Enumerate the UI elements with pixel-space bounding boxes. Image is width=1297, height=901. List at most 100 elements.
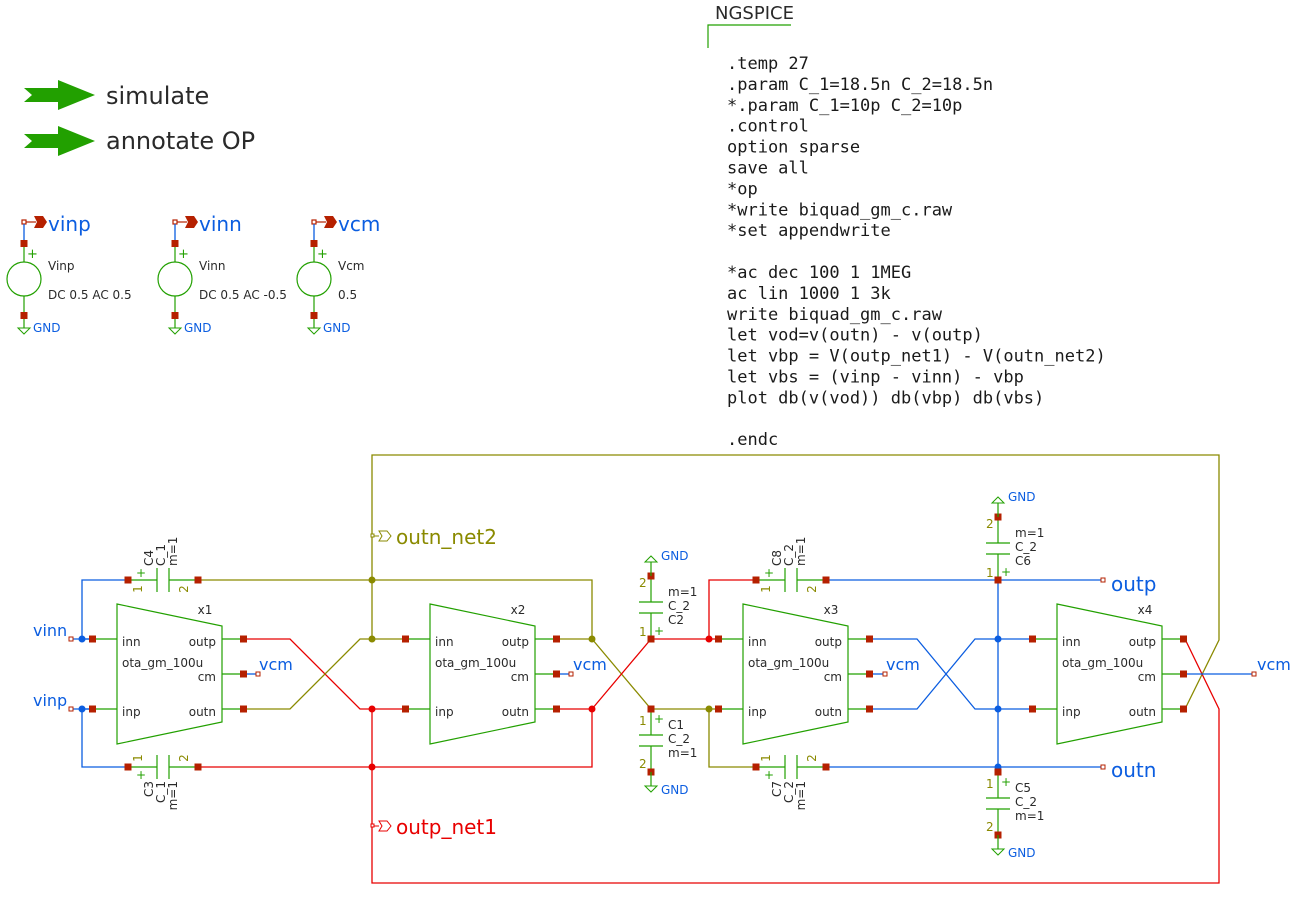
svg-text:1: 1 xyxy=(986,566,994,580)
cap-label-name: C8 xyxy=(770,550,784,566)
net-label-outp: outp xyxy=(1111,572,1156,596)
arrow-icon xyxy=(24,126,95,156)
net-label-outn: outn xyxy=(1111,758,1156,782)
pin-label-inn: inn xyxy=(1062,635,1081,649)
cell-name: ota_gm_100u xyxy=(435,656,516,670)
code-line: let vbp = V(outp_net1) - V(outn_net2) xyxy=(727,347,1106,367)
pin-label-inp: inp xyxy=(1062,705,1081,719)
cap-label-name: C1 xyxy=(668,718,684,732)
net-label-vcm: vcm xyxy=(259,655,293,674)
cell-name: ota_gm_100u xyxy=(748,656,829,670)
net-label-vcm: vcm xyxy=(573,655,607,674)
pin-label-inn: inn xyxy=(122,635,141,649)
cap-label-m: m=1 xyxy=(794,781,808,810)
pin-label-outn: outn xyxy=(502,705,529,719)
svg-text:2: 2 xyxy=(986,820,994,834)
voltage-source-vinp[interactable]: vinp + GND Vinp DC 0.5 AC 0.5 xyxy=(6,212,132,335)
svg-text:GND: GND xyxy=(661,783,689,797)
voltage-source-vinn[interactable]: vinn + GND Vinn DC 0.5 AC -0.5 xyxy=(157,212,287,335)
pin-label-inn: inn xyxy=(435,635,454,649)
cell-name: ota_gm_100u xyxy=(122,656,203,670)
ground-icon xyxy=(167,327,183,335)
net-label-vinn: vinn xyxy=(33,621,67,640)
svg-text:+: + xyxy=(136,768,146,782)
ngspice-code-block[interactable]: NGSPICE .temp 27.param C_1=18.5n C_2=18.… xyxy=(707,3,1106,450)
source-value: DC 0.5 AC 0.5 xyxy=(48,288,132,302)
source-name: Vinn xyxy=(199,259,226,273)
probe-outn-net2[interactable]: outn_net2 xyxy=(370,525,497,549)
simulate-button[interactable]: simulate xyxy=(24,80,209,110)
cap-label-value: C_2 xyxy=(1015,795,1037,809)
pin-label-outn: outn xyxy=(189,705,216,719)
pin-label-cm: cm xyxy=(1138,670,1156,684)
pin-label-inp: inp xyxy=(748,705,767,719)
svg-text:1: 1 xyxy=(639,625,647,639)
svg-text:2: 2 xyxy=(639,757,647,771)
cell-name: ota_gm_100u xyxy=(1062,656,1143,670)
arrow-icon xyxy=(24,80,95,110)
pin-label-outp: outp xyxy=(502,635,529,649)
ground-icon xyxy=(643,785,659,793)
pin-label-inn: inn xyxy=(748,635,767,649)
code-line: .temp 27 xyxy=(727,54,809,74)
svg-text:1: 1 xyxy=(639,714,647,728)
svg-text:+: + xyxy=(1001,565,1011,579)
voltage-source-vcm[interactable]: vcm + GND Vcm 0.5 xyxy=(296,212,380,335)
svg-text:2: 2 xyxy=(177,585,191,593)
cap-label-m: m=1 xyxy=(166,781,180,810)
ngspice-title: NGSPICE xyxy=(715,3,794,24)
pin-label-cm: cm xyxy=(198,670,216,684)
svg-text:outp_net1: outp_net1 xyxy=(396,815,497,839)
wires xyxy=(72,454,1253,884)
svg-text:+: + xyxy=(136,566,146,580)
svg-text:+: + xyxy=(27,247,38,262)
cap-label-value: C_1 xyxy=(154,781,168,803)
pin-label-cm: cm xyxy=(824,670,842,684)
annotate-op-button[interactable]: annotate OP xyxy=(24,126,255,156)
svg-text:2: 2 xyxy=(177,754,191,762)
pin-label-inp: inp xyxy=(122,705,141,719)
svg-text:+: + xyxy=(654,712,664,726)
port-label: vcm xyxy=(338,212,380,236)
cap-label-name: C4 xyxy=(142,550,156,566)
svg-text:GND: GND xyxy=(184,321,212,335)
ground-icon xyxy=(306,327,322,335)
net-label-vcm: vcm xyxy=(886,655,920,674)
cap-label-value: C_2 xyxy=(782,544,796,566)
pin-label-cm: cm xyxy=(511,670,529,684)
code-line: option sparse xyxy=(727,138,860,158)
code-line: *.param C_1=10p C_2=10p xyxy=(727,96,962,116)
code-line: ac lin 1000 1 3k xyxy=(727,284,891,304)
probe-outp-net1[interactable]: outp_net1 xyxy=(370,815,497,839)
cap-label-name: C7 xyxy=(770,781,784,797)
port-icon xyxy=(34,216,47,228)
cap-label-value: C_2 xyxy=(668,599,690,613)
svg-text:GND: GND xyxy=(1008,846,1036,860)
ground-icon xyxy=(990,848,1006,856)
svg-text:+: + xyxy=(764,566,774,580)
instance-name: x1 xyxy=(198,603,213,617)
source-value: DC 0.5 AC -0.5 xyxy=(199,288,287,302)
svg-text:+: + xyxy=(317,247,328,262)
code-line: plot db(v(vod)) db(vbp) db(vbs) xyxy=(727,388,1044,408)
instance-name: x4 xyxy=(1138,603,1153,617)
source-name: Vinp xyxy=(48,259,75,273)
code-line: *ac dec 100 1 1MEG xyxy=(727,263,911,283)
svg-text:+: + xyxy=(654,624,664,638)
pin-label-inp: inp xyxy=(435,705,454,719)
probe-icon xyxy=(378,820,392,832)
ground-icon xyxy=(643,555,659,563)
